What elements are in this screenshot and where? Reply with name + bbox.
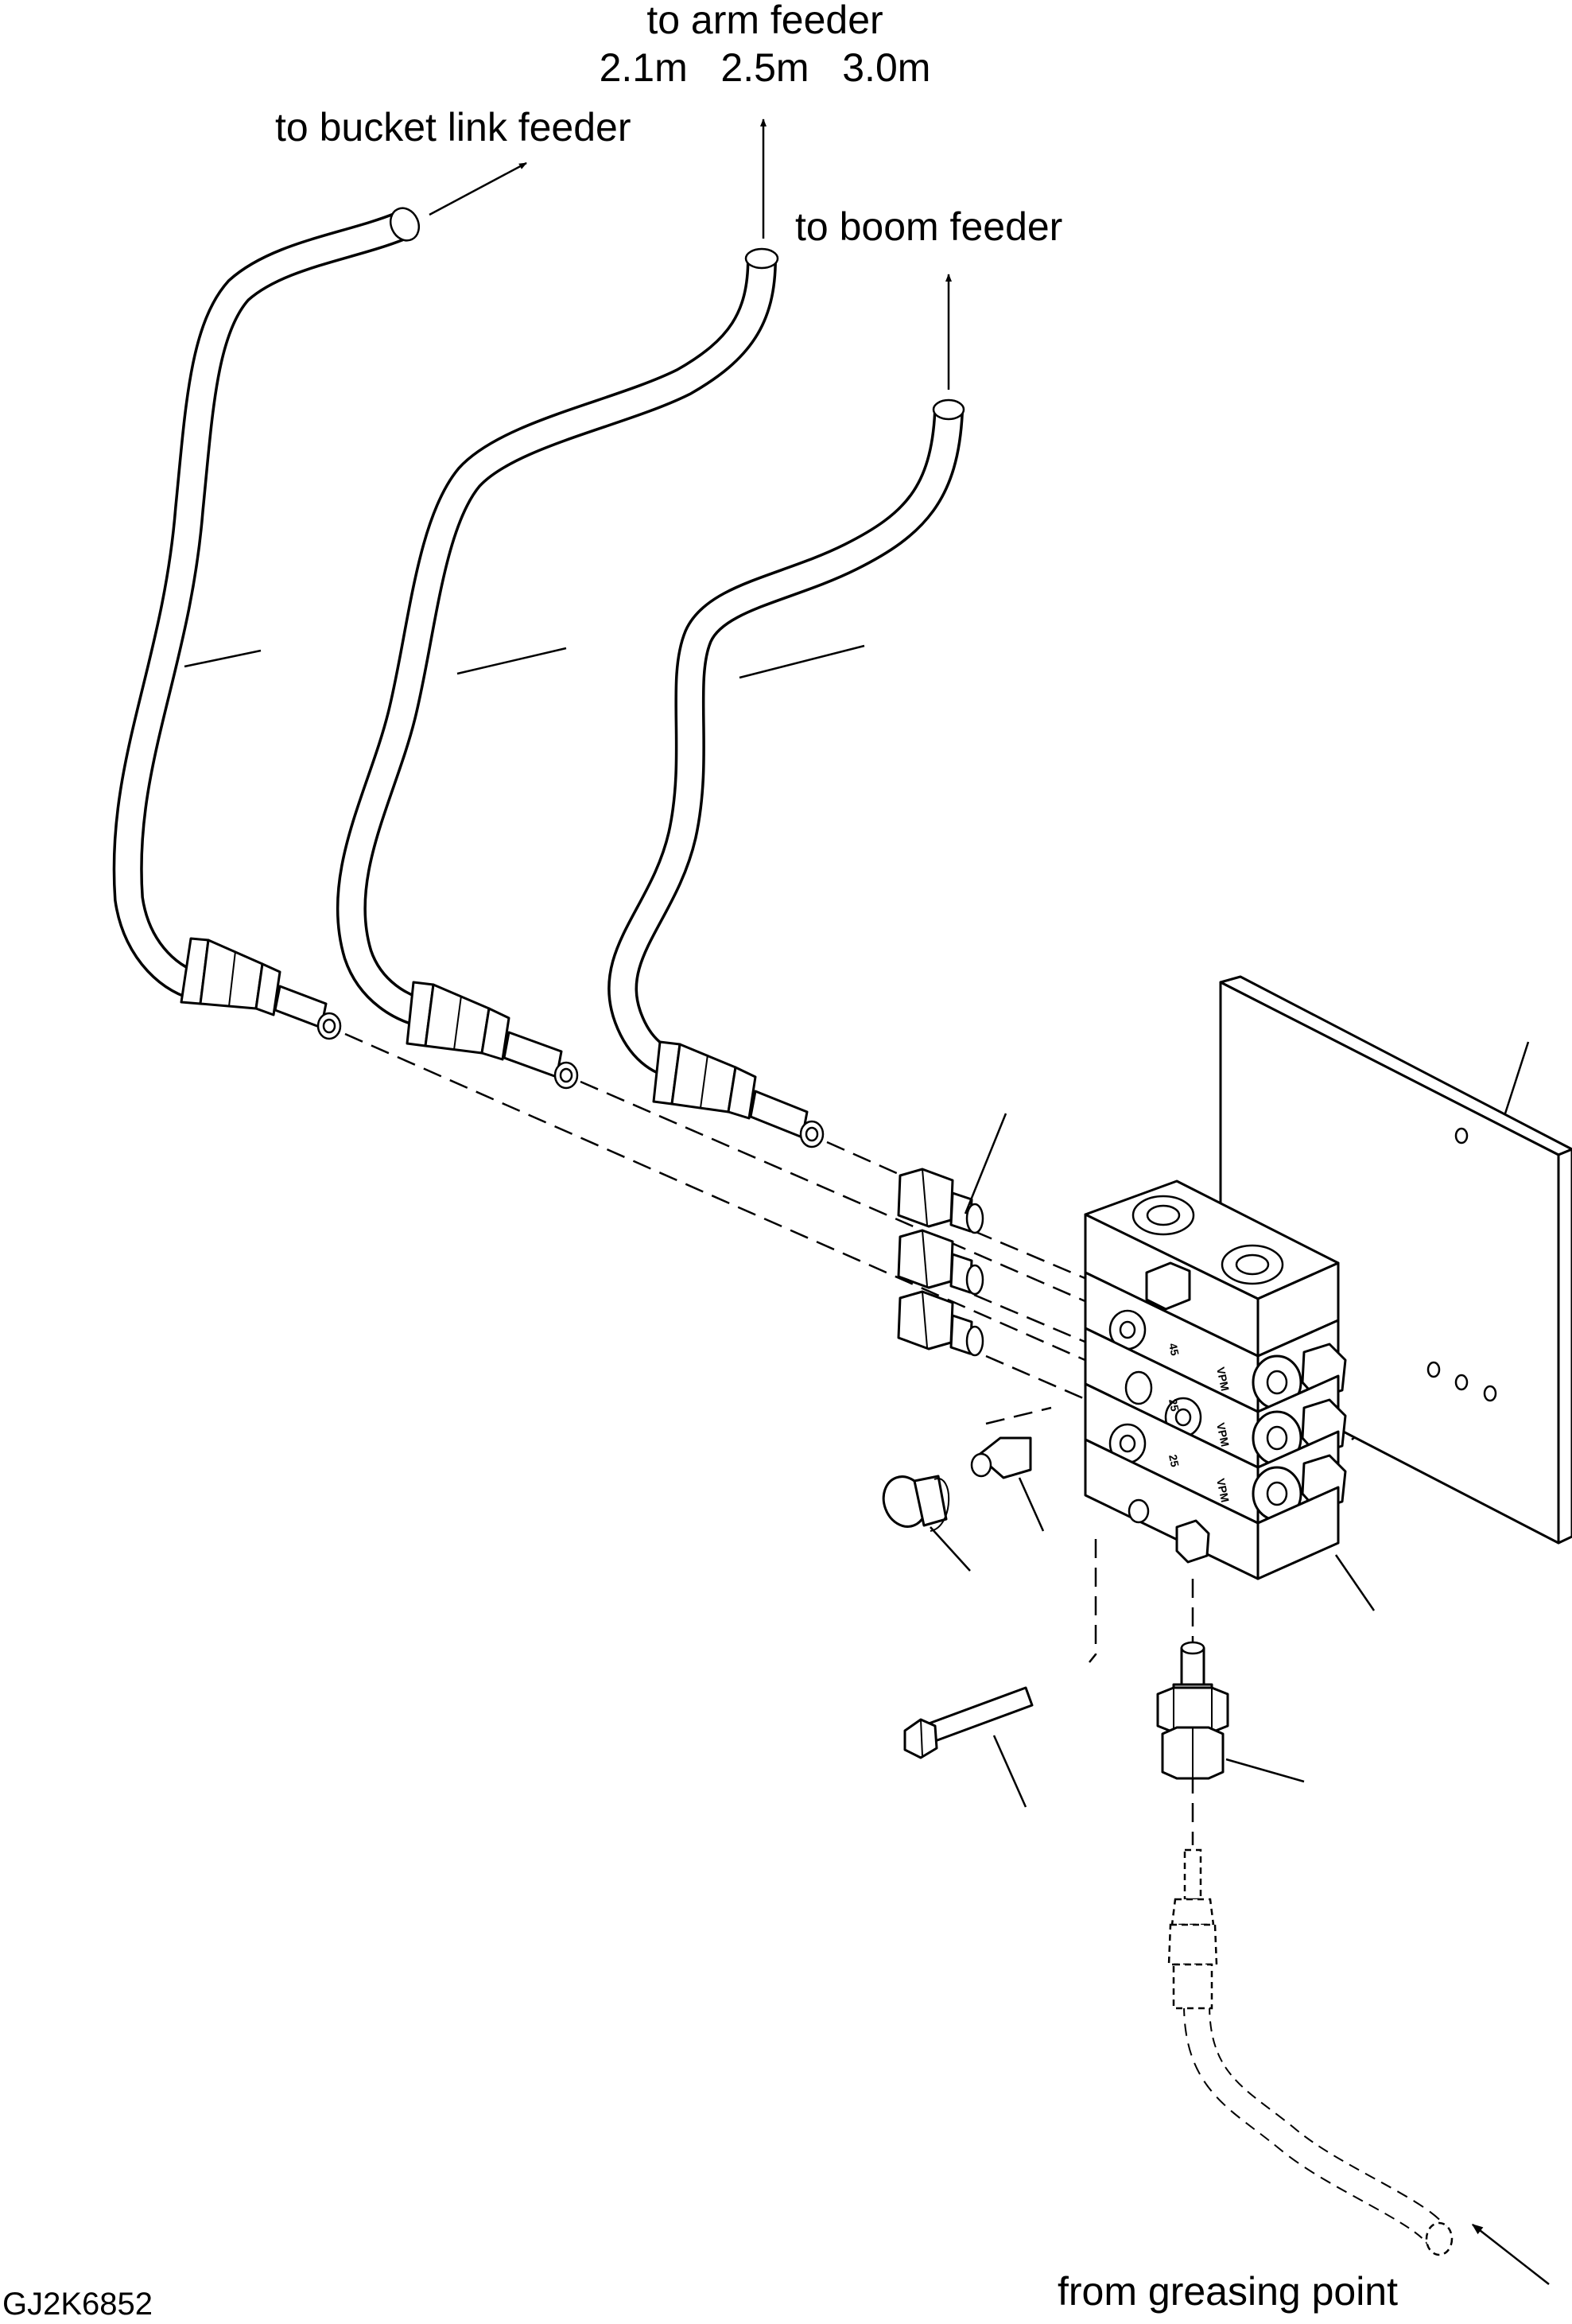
- section-3-code: 25: [1166, 1453, 1182, 1468]
- grease-nipple-cap-leader: [930, 1526, 971, 1572]
- bucket-link-hose-end: [389, 207, 421, 242]
- grease-nipple-leader: [1018, 1477, 1045, 1532]
- arm-feeder-label: to arm feeder: [646, 0, 883, 42]
- section-1-model: VPM: [1214, 1366, 1232, 1392]
- mounting-bolt-leader: [992, 1735, 1027, 1808]
- arm-hose-fitting: [406, 981, 579, 1090]
- section-2-model: VPM: [1214, 1421, 1232, 1448]
- mounting-plate-leader: [1504, 1041, 1530, 1114]
- arm-hose: [336, 247, 779, 1029]
- arm-feeder-lengths: 2.1m 2.5m 3.0m: [600, 45, 931, 90]
- straight-connector-leader: [1225, 1758, 1305, 1783]
- section-2-code: 25: [1166, 1397, 1182, 1413]
- greasing-point-arrow: [1471, 2224, 1550, 2285]
- section-1-code: 45: [1166, 1342, 1182, 1357]
- boom-hose-end: [932, 398, 965, 421]
- section-3-model: VPM: [1214, 1477, 1232, 1503]
- bucket-link-hose: [112, 207, 421, 1001]
- direction-arrows: [429, 119, 1550, 2285]
- male-connector-1: [897, 1168, 984, 1234]
- male-connector-2: [897, 1229, 984, 1296]
- progressive-feeder-block: VPM 45 VPM 25 VPM 25: [1084, 1179, 1347, 1580]
- bucket-link-feeder-arrow: [429, 161, 527, 216]
- hose-leader-lines: [184, 644, 865, 679]
- mounting-bolt: [903, 1686, 1034, 1759]
- arm-hose-end: [744, 247, 779, 270]
- straight-connector: [1156, 1641, 1229, 1780]
- boom-hose: [607, 398, 965, 1079]
- feeder-block-leader: [1334, 1554, 1376, 1611]
- grease-nipple-cap: [882, 1475, 950, 1532]
- greasing-point-hose: [1167, 1848, 1454, 2256]
- boom-feeder-label: to boom feeder: [795, 204, 1062, 249]
- greasing-point-label: from greasing point: [1058, 2269, 1398, 2314]
- drawing-code: GJ2K6852: [2, 2287, 153, 2322]
- grease-nipple: [970, 1436, 1032, 1479]
- male-connector-3: [897, 1290, 984, 1357]
- male-connector-leader: [964, 1113, 1007, 1214]
- boom-hose-fitting: [652, 1040, 825, 1148]
- bucket-link-feeder-label: to bucket link feeder: [275, 105, 631, 150]
- bucket-link-hose-fitting: [180, 937, 342, 1040]
